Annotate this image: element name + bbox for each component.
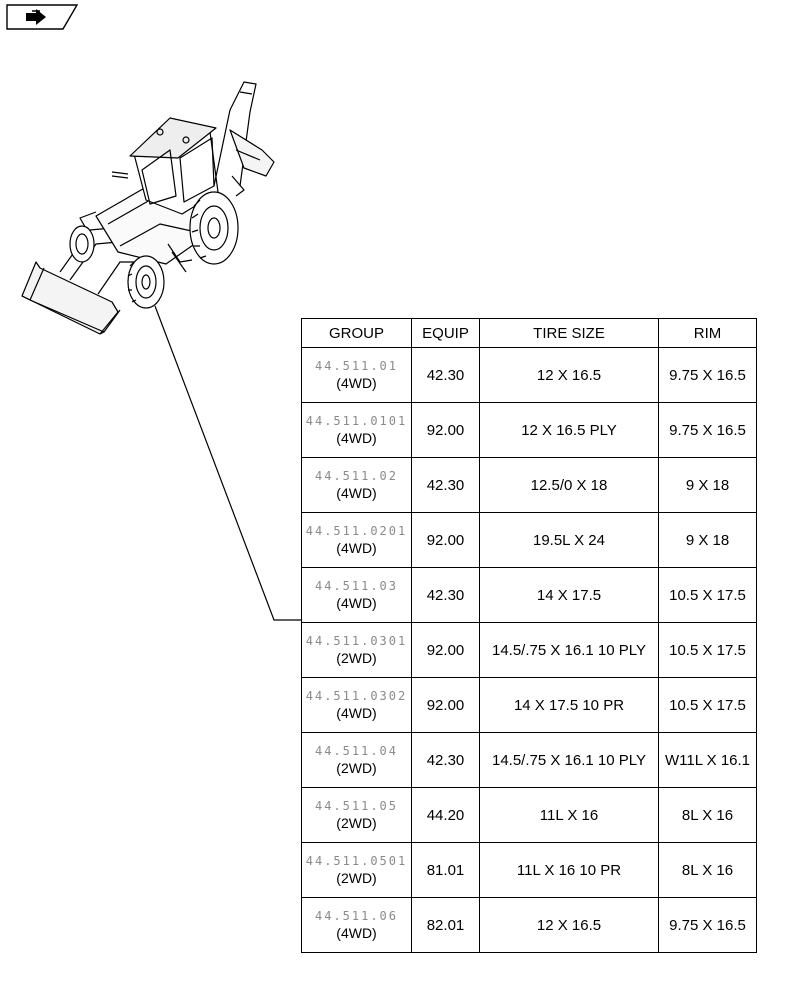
equip-cell: 42.30 <box>411 457 480 513</box>
backhoe-boom <box>213 81 275 197</box>
group-link[interactable]: 44.511.04 <box>314 743 399 758</box>
front-tire <box>127 255 165 309</box>
group-cell: 44.511.03(4WD) <box>301 567 412 623</box>
group-cell: 44.511.01(4WD) <box>301 347 412 403</box>
drive-type: (4WD) <box>336 704 377 721</box>
tire-size-cell: 14.5/.75 X 16.1 10 PLY <box>479 622 659 678</box>
rim-cell: 9 X 18 <box>658 512 757 568</box>
group-link[interactable]: 44.511.0301 <box>305 633 408 648</box>
drive-type: (4WD) <box>336 374 377 391</box>
tire-size-cell: 12 X 16.5 PLY <box>479 402 659 458</box>
rim-cell: 8L X 16 <box>658 787 757 843</box>
group-cell: 44.511.0501(2WD) <box>301 842 412 898</box>
tire-size-cell: 14 X 17.5 <box>479 567 659 623</box>
rim-cell: 10.5 X 17.5 <box>658 567 757 623</box>
forward-nav-button[interactable] <box>6 4 78 30</box>
drive-type: (4WD) <box>336 484 377 501</box>
equip-cell: 92.00 <box>411 512 480 568</box>
table-header-row: GROUP EQUIP TIRE SIZE RIM <box>301 318 757 348</box>
rim-cell: 9.75 X 16.5 <box>658 402 757 458</box>
tire-size-cell: 12 X 16.5 <box>479 897 659 953</box>
header-rim: RIM <box>658 318 757 348</box>
drive-type: (4WD) <box>336 539 377 556</box>
header-group: GROUP <box>301 318 412 348</box>
equip-cell: 92.00 <box>411 622 480 678</box>
tire-size-cell: 11L X 16 10 PR <box>479 842 659 898</box>
rim-cell: 8L X 16 <box>658 842 757 898</box>
tire-size-cell: 19.5L X 24 <box>479 512 659 568</box>
group-link[interactable]: 44.511.03 <box>314 578 399 593</box>
tire-size-cell: 12 X 16.5 <box>479 347 659 403</box>
group-cell: 44.511.0301(2WD) <box>301 622 412 678</box>
rim-cell: 10.5 X 17.5 <box>658 677 757 733</box>
backhoe-loader-illustration <box>21 81 275 335</box>
drive-type: (4WD) <box>336 924 377 941</box>
drive-type: (4WD) <box>336 429 377 446</box>
group-cell: 44.511.0101(4WD) <box>301 402 412 458</box>
header-equip: EQUIP <box>411 318 480 348</box>
drive-type: (4WD) <box>336 594 377 611</box>
tire-size-cell: 11L X 16 <box>479 787 659 843</box>
group-cell: 44.511.0201(4WD) <box>301 512 412 568</box>
equip-cell: 81.01 <box>411 842 480 898</box>
group-link[interactable]: 44.511.01 <box>314 358 399 373</box>
left-front-tire <box>69 225 95 263</box>
operator-cab <box>111 117 219 215</box>
header-tire-size: TIRE SIZE <box>479 318 659 348</box>
group-cell: 44.511.04(2WD) <box>301 732 412 788</box>
stabilizer <box>167 243 193 273</box>
group-link[interactable]: 44.511.06 <box>314 908 399 923</box>
group-cell: 44.511.06(4WD) <box>301 897 412 953</box>
group-link[interactable]: 44.511.0302 <box>305 688 408 703</box>
equip-cell: 92.00 <box>411 402 480 458</box>
tire-size-cell: 12.5/0 X 18 <box>479 457 659 513</box>
rim-cell: 10.5 X 17.5 <box>658 622 757 678</box>
rim-cell: 9.75 X 16.5 <box>658 347 757 403</box>
forward-arrow-icon <box>6 4 78 30</box>
equip-cell: 42.30 <box>411 567 480 623</box>
drive-type: (2WD) <box>336 759 377 776</box>
group-cell: 44.511.05(2WD) <box>301 787 412 843</box>
equip-cell: 42.30 <box>411 347 480 403</box>
tire-size-cell: 14.5/.75 X 16.1 10 PLY <box>479 732 659 788</box>
group-link[interactable]: 44.511.0101 <box>305 413 408 428</box>
group-link[interactable]: 44.511.0201 <box>305 523 408 538</box>
rim-cell: 9 X 18 <box>658 457 757 513</box>
drive-type: (2WD) <box>336 814 377 831</box>
group-link[interactable]: 44.511.02 <box>314 468 399 483</box>
rim-cell: 9.75 X 16.5 <box>658 897 757 953</box>
equip-cell: 92.00 <box>411 677 480 733</box>
tire-rim-table: GROUP EQUIP TIRE SIZE RIM 44.511.01(4WD)… <box>301 318 757 953</box>
group-cell: 44.511.0302(4WD) <box>301 677 412 733</box>
group-cell: 44.511.02(4WD) <box>301 457 412 513</box>
rear-tire <box>189 191 239 265</box>
equip-cell: 44.20 <box>411 787 480 843</box>
rim-cell: W11L X 16.1 <box>658 732 757 788</box>
tire-size-cell: 14 X 17.5 10 PR <box>479 677 659 733</box>
group-link[interactable]: 44.511.0501 <box>305 853 408 868</box>
front-bucket <box>21 261 121 335</box>
equip-cell: 42.30 <box>411 732 480 788</box>
group-link[interactable]: 44.511.05 <box>314 798 399 813</box>
equip-cell: 82.01 <box>411 897 480 953</box>
drive-type: (2WD) <box>336 649 377 666</box>
drive-type: (2WD) <box>336 869 377 886</box>
